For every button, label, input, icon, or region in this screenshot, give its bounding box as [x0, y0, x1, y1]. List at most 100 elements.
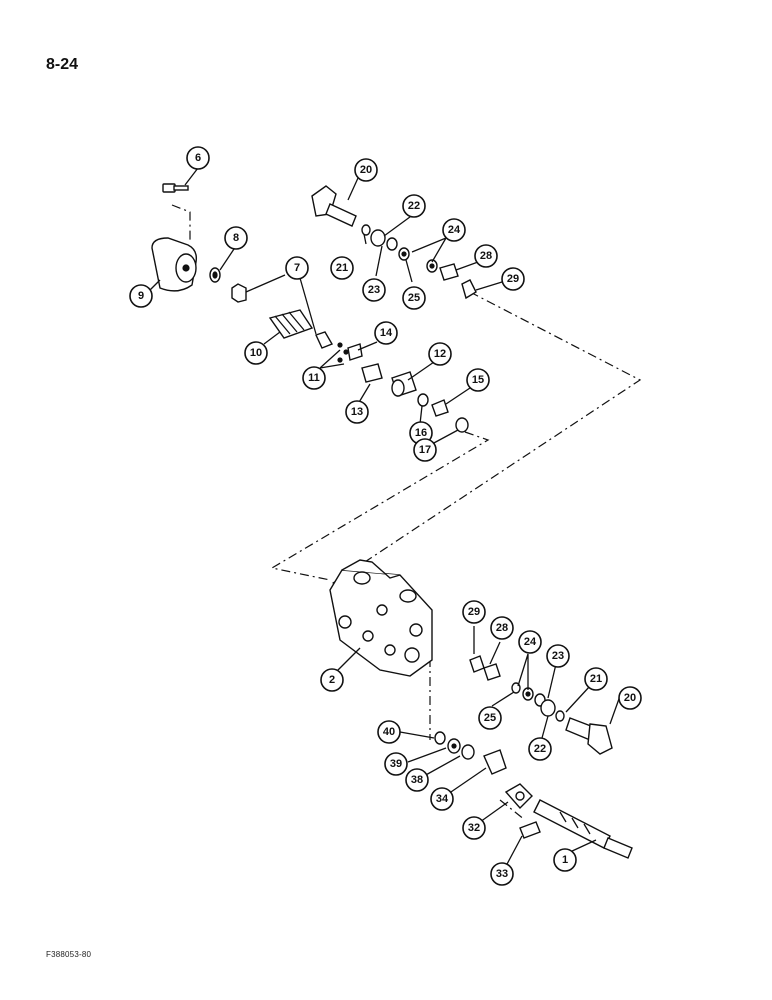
- svg-text:10: 10: [250, 347, 262, 359]
- callout-22-top: 22: [402, 194, 426, 218]
- part-washer-24b-top: [426, 259, 438, 273]
- callout-21-lower: 21: [584, 667, 608, 691]
- leader-lines: [149, 167, 621, 867]
- part-spring-28-top: [439, 263, 459, 281]
- svg-text:7: 7: [294, 262, 300, 274]
- callout-24-top: 24: [442, 218, 466, 242]
- callout-13: 13: [345, 400, 369, 424]
- part-ring-21-lower: [555, 710, 565, 722]
- callout-12: 12: [428, 342, 452, 366]
- part-washer-24-top: [398, 247, 410, 261]
- callout-6: 6: [186, 146, 210, 170]
- svg-text:14: 14: [380, 327, 393, 339]
- part-pins-11: [337, 342, 349, 363]
- svg-text:32: 32: [468, 822, 480, 834]
- svg-text:33: 33: [496, 868, 508, 880]
- svg-text:21: 21: [590, 673, 602, 685]
- part-washer-22-lower: [540, 699, 556, 717]
- part-cap-7a: [231, 283, 247, 303]
- callout-28-top: 28: [474, 244, 498, 268]
- svg-text:28: 28: [496, 622, 508, 634]
- callout-40: 40: [377, 720, 401, 744]
- svg-text:17: 17: [419, 444, 431, 456]
- svg-text:12: 12: [434, 348, 446, 360]
- callout-25-top: 25: [402, 286, 426, 310]
- callout-34: 34: [430, 787, 454, 811]
- part-valve-20-top: [311, 185, 357, 227]
- part-ring-16: [417, 393, 429, 407]
- part-poppet-29-top: [461, 279, 477, 300]
- part-oring-8: [209, 267, 221, 283]
- callout-23-top: 23: [362, 278, 386, 302]
- part-washer-39: [447, 738, 461, 754]
- svg-text:24: 24: [448, 224, 461, 236]
- svg-text:29: 29: [507, 273, 519, 285]
- part-spring-28-lower: [483, 663, 501, 681]
- callout-15: 15: [466, 368, 490, 392]
- part-ring-40: [434, 731, 446, 745]
- callout-20-top: 20: [354, 158, 378, 182]
- callout-8: 8: [224, 226, 248, 250]
- svg-text:6: 6: [195, 152, 201, 164]
- callout-1: 1: [553, 848, 577, 872]
- part-cover-9: [151, 237, 198, 292]
- callout-24-lower: 24: [518, 630, 542, 654]
- callout-11: 11: [302, 366, 326, 390]
- svg-text:25: 25: [484, 712, 496, 724]
- alignment-lines: [171, 204, 642, 821]
- svg-text:38: 38: [411, 774, 423, 786]
- callout-33: 33: [490, 862, 514, 886]
- part-spool-1: [533, 799, 633, 859]
- svg-text:34: 34: [436, 793, 449, 805]
- part-valve-body-2: [329, 559, 433, 677]
- callout-22-lower: 22: [528, 737, 552, 761]
- part-plate-34: [483, 749, 507, 775]
- page-number: 8-24: [46, 56, 79, 73]
- svg-text:16: 16: [415, 427, 427, 439]
- callout-17: 17: [413, 438, 437, 462]
- callout-28-lower: 28: [490, 616, 514, 640]
- callout-29-top: 29: [501, 267, 525, 291]
- callout-21-top: 21: [330, 256, 354, 280]
- svg-text:13: 13: [351, 406, 363, 418]
- svg-text:8: 8: [233, 232, 239, 244]
- svg-text:20: 20: [624, 692, 636, 704]
- part-plate-32: [504, 783, 533, 810]
- svg-text:39: 39: [390, 758, 402, 770]
- callout-39: 39: [384, 752, 408, 776]
- callout-20-lower: 20: [618, 686, 642, 710]
- part-washer-38: [461, 744, 475, 760]
- part-ring-23-top: [386, 237, 398, 251]
- svg-text:11: 11: [308, 372, 320, 384]
- callout-2: 2: [320, 668, 344, 692]
- svg-text:24: 24: [524, 636, 537, 648]
- callout-38: 38: [405, 768, 429, 792]
- callout-7: 7: [285, 256, 309, 280]
- svg-text:25: 25: [408, 292, 420, 304]
- svg-text:20: 20: [360, 164, 372, 176]
- part-sleeve-12: [391, 371, 417, 397]
- callout-29-lower: 29: [462, 600, 486, 624]
- part-bolt-6: [162, 183, 189, 193]
- part-spring-13: [361, 363, 383, 383]
- svg-text:2: 2: [329, 674, 335, 686]
- callout-10: 10: [244, 341, 268, 365]
- svg-text:29: 29: [468, 606, 480, 618]
- part-spring-10: [268, 309, 314, 339]
- callout-14: 14: [374, 321, 398, 345]
- svg-text:23: 23: [552, 650, 564, 662]
- part-poppet-29-lower: [469, 655, 485, 673]
- svg-text:28: 28: [480, 250, 492, 262]
- svg-text:40: 40: [383, 726, 395, 738]
- svg-text:15: 15: [472, 374, 484, 386]
- svg-text:21: 21: [336, 262, 348, 274]
- svg-text:22: 22: [534, 743, 546, 755]
- callout-32: 32: [462, 816, 486, 840]
- part-plug-15: [431, 399, 449, 417]
- callout-23-lower: 23: [546, 644, 570, 668]
- part-washer-22-top: [370, 229, 386, 247]
- part-cap-7b: [315, 331, 334, 349]
- svg-text:1: 1: [562, 854, 568, 866]
- part-valve-20-lower: [565, 717, 613, 755]
